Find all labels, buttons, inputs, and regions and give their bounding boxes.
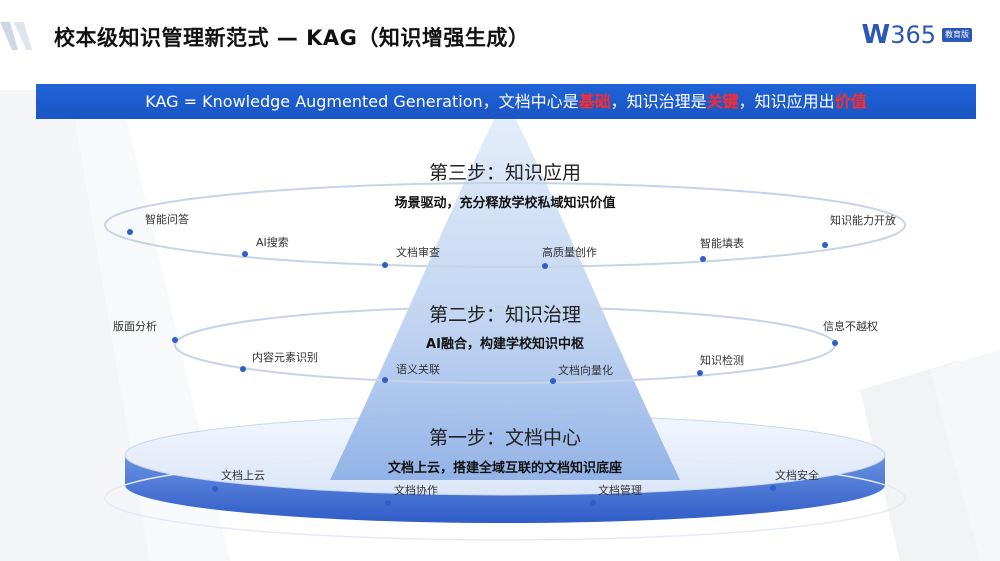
level3-node-label: 智能问答	[145, 213, 189, 226]
level3-node-label: AI搜索	[256, 236, 289, 249]
logo-number: 365	[890, 21, 936, 49]
node-dot	[542, 263, 548, 269]
level2-subtitle: AI融合，构建学校知识中枢	[426, 337, 584, 352]
node-dot	[382, 377, 388, 383]
level2-node-label: 语义关联	[396, 363, 440, 376]
node-dot	[385, 500, 391, 506]
kag-definition-banner: KAG = Knowledge Augmented Generation，文档中…	[36, 84, 976, 119]
node-dot	[382, 262, 388, 268]
page-title: 校本级知识管理新范式 — KAG（知识增强生成）	[54, 26, 530, 50]
level3-node-label: 智能填表	[700, 237, 744, 250]
level3-ring	[104, 182, 906, 268]
level2-node-label: 文档向量化	[558, 364, 613, 377]
level1-node-label: 文档管理	[598, 484, 642, 497]
logo-edition-badge: 教育版	[942, 28, 972, 42]
level2-node-label: 内容元素识别	[252, 351, 318, 364]
level1-title: 第一步：文档中心	[428, 427, 581, 449]
growth-arrow	[330, 100, 680, 480]
level3-subtitle: 场景驱动，充分释放学校私域知识价值	[394, 196, 616, 211]
brand-logo: W 365 教育版	[861, 20, 972, 50]
node-dot	[242, 251, 248, 257]
node-dot	[822, 242, 828, 248]
node-dot	[770, 485, 776, 491]
level3-node-label: 高质量创作	[542, 246, 597, 259]
level3-node-label: 知识能力开放	[830, 214, 896, 227]
node-dot	[240, 366, 246, 372]
level1-node-label: 文档安全	[775, 469, 819, 482]
node-dot	[832, 340, 838, 346]
level1-node-label: 文档上云	[221, 469, 265, 482]
banner-text-mid2: ，知识应用出	[738, 92, 835, 111]
level2-node-label: 知识检测	[700, 354, 744, 367]
node-dot	[172, 337, 178, 343]
node-dot	[127, 229, 133, 235]
level3-title: 第三步：知识应用	[428, 162, 581, 184]
node-dot	[550, 378, 556, 384]
node-dot	[697, 370, 703, 376]
level1-subtitle: 文档上云，搭建全域互联的文档知识底座	[387, 461, 622, 476]
node-dot	[590, 500, 596, 506]
banner-highlight-foundation: 基础	[578, 92, 611, 111]
banner-highlight-value: 价值	[834, 92, 867, 111]
level3-dots	[127, 229, 828, 269]
banner-text-prefix: KAG = Knowledge Augmented Generation，文档中…	[145, 92, 579, 111]
banner-text-mid1: ，知识治理是	[610, 92, 707, 111]
level1-node-label: 文档协作	[394, 484, 438, 497]
node-dot	[212, 486, 218, 492]
level1-dots	[212, 485, 776, 506]
level2-dots	[172, 337, 838, 384]
level2-title: 第二步：知识治理	[428, 304, 581, 326]
level2-node-label: 信息不越权	[823, 320, 878, 333]
level2-node-label: 版面分析	[113, 320, 157, 333]
logo-mark: W	[861, 20, 891, 50]
banner-highlight-key: 关键	[706, 92, 739, 111]
level3-node-label: 文档审查	[396, 246, 440, 259]
node-dot	[700, 256, 706, 262]
title-mark-icon	[0, 22, 32, 50]
